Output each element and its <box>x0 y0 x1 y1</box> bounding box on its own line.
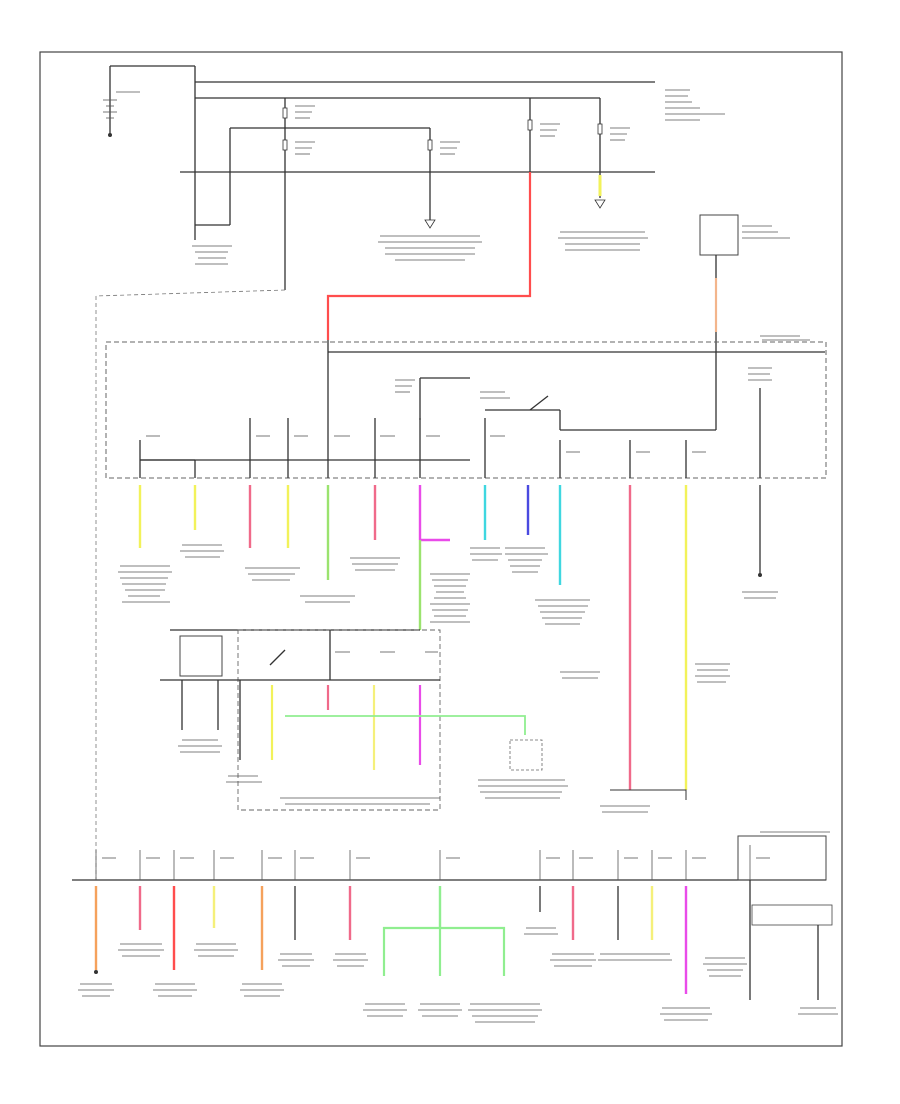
bottom-colored-outputs <box>78 880 838 1023</box>
red-feed-wire <box>326 172 532 340</box>
control-module-top-right <box>560 214 790 431</box>
ipdm-box <box>105 335 827 479</box>
fuse-block-middle <box>160 629 730 813</box>
starter-outputs <box>192 172 648 290</box>
bottom-fuse-panel <box>72 831 830 881</box>
battery-block <box>103 65 195 137</box>
ipdm-colored-outputs <box>118 485 778 790</box>
diagram-frame <box>39 51 843 1047</box>
fusible-link-block <box>180 66 725 173</box>
